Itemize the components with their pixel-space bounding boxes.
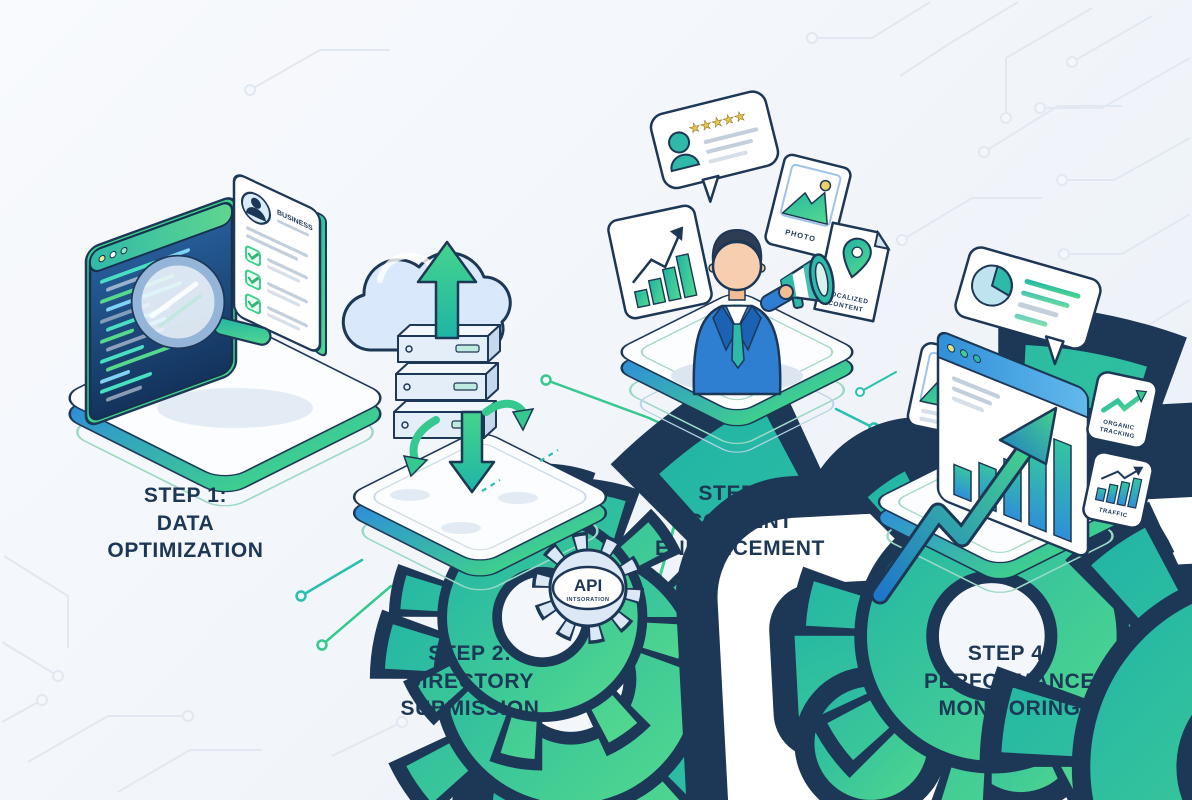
step-2-title: STEP 2: bbox=[428, 642, 512, 665]
review-bubble: ★★★★★ bbox=[649, 90, 780, 203]
step3-scene: ★★★★★ PHOTO bbox=[607, 90, 1192, 800]
api-gear: API INTSORATION bbox=[532, 532, 644, 644]
step-4-label: STEP 4: PERFORMANCE MONITORING bbox=[852, 640, 1167, 723]
step-2-label: STEP 2: DIRECTORY SUBMISSION bbox=[325, 640, 615, 723]
step-1-title: STEP 1: bbox=[143, 484, 228, 507]
pie-chart-bubble bbox=[954, 246, 1102, 366]
object-shadow bbox=[157, 388, 313, 428]
magnifier-icon bbox=[130, 254, 272, 350]
tie bbox=[731, 323, 745, 370]
step-4-title: STEP 4: bbox=[967, 642, 1052, 665]
api-label: API bbox=[574, 576, 602, 595]
sun-icon bbox=[819, 179, 832, 192]
person-illustration bbox=[692, 228, 835, 396]
step4-scene: ORGANIC TRACKING TRAFFIC bbox=[870, 246, 1158, 605]
upload-arrow-icon bbox=[416, 240, 478, 340]
traffic-label: TRAFFIC bbox=[1098, 508, 1128, 520]
traffic-card: TRAFFIC bbox=[1082, 451, 1154, 529]
checkbox-icon bbox=[245, 269, 308, 307]
hair bbox=[711, 228, 763, 263]
api-sublabel: INTSORATION bbox=[567, 597, 610, 603]
photo-card: PHOTO bbox=[764, 153, 852, 259]
avatar-icon bbox=[668, 131, 691, 154]
map-pin-icon bbox=[842, 237, 872, 279]
step-3-label: STEP 3: CONTENT ENHANCEMENT bbox=[595, 480, 885, 563]
growth-arrow-icon bbox=[870, 406, 1058, 605]
step-3-title: STEP 3: bbox=[698, 482, 782, 505]
organic-tracking-card: ORGANIC TRACKING bbox=[1086, 371, 1158, 449]
step-1-label: STEP 1: DATA OPTIMIZATION bbox=[38, 482, 333, 565]
bar-chart-card bbox=[607, 204, 713, 320]
business-card: BUSINESS bbox=[232, 174, 327, 357]
checkbox-icon bbox=[245, 293, 308, 331]
curved-arrow-icon bbox=[482, 399, 535, 432]
checkbox-icon bbox=[245, 245, 308, 283]
step2-scene: API INTSORATION bbox=[341, 240, 1192, 800]
curved-arrow-icon bbox=[402, 416, 440, 478]
step1-scene: BUSINESS bbox=[68, 174, 1192, 800]
download-arrow-icon bbox=[448, 410, 496, 494]
hand bbox=[778, 284, 794, 300]
server-stack bbox=[393, 324, 501, 439]
